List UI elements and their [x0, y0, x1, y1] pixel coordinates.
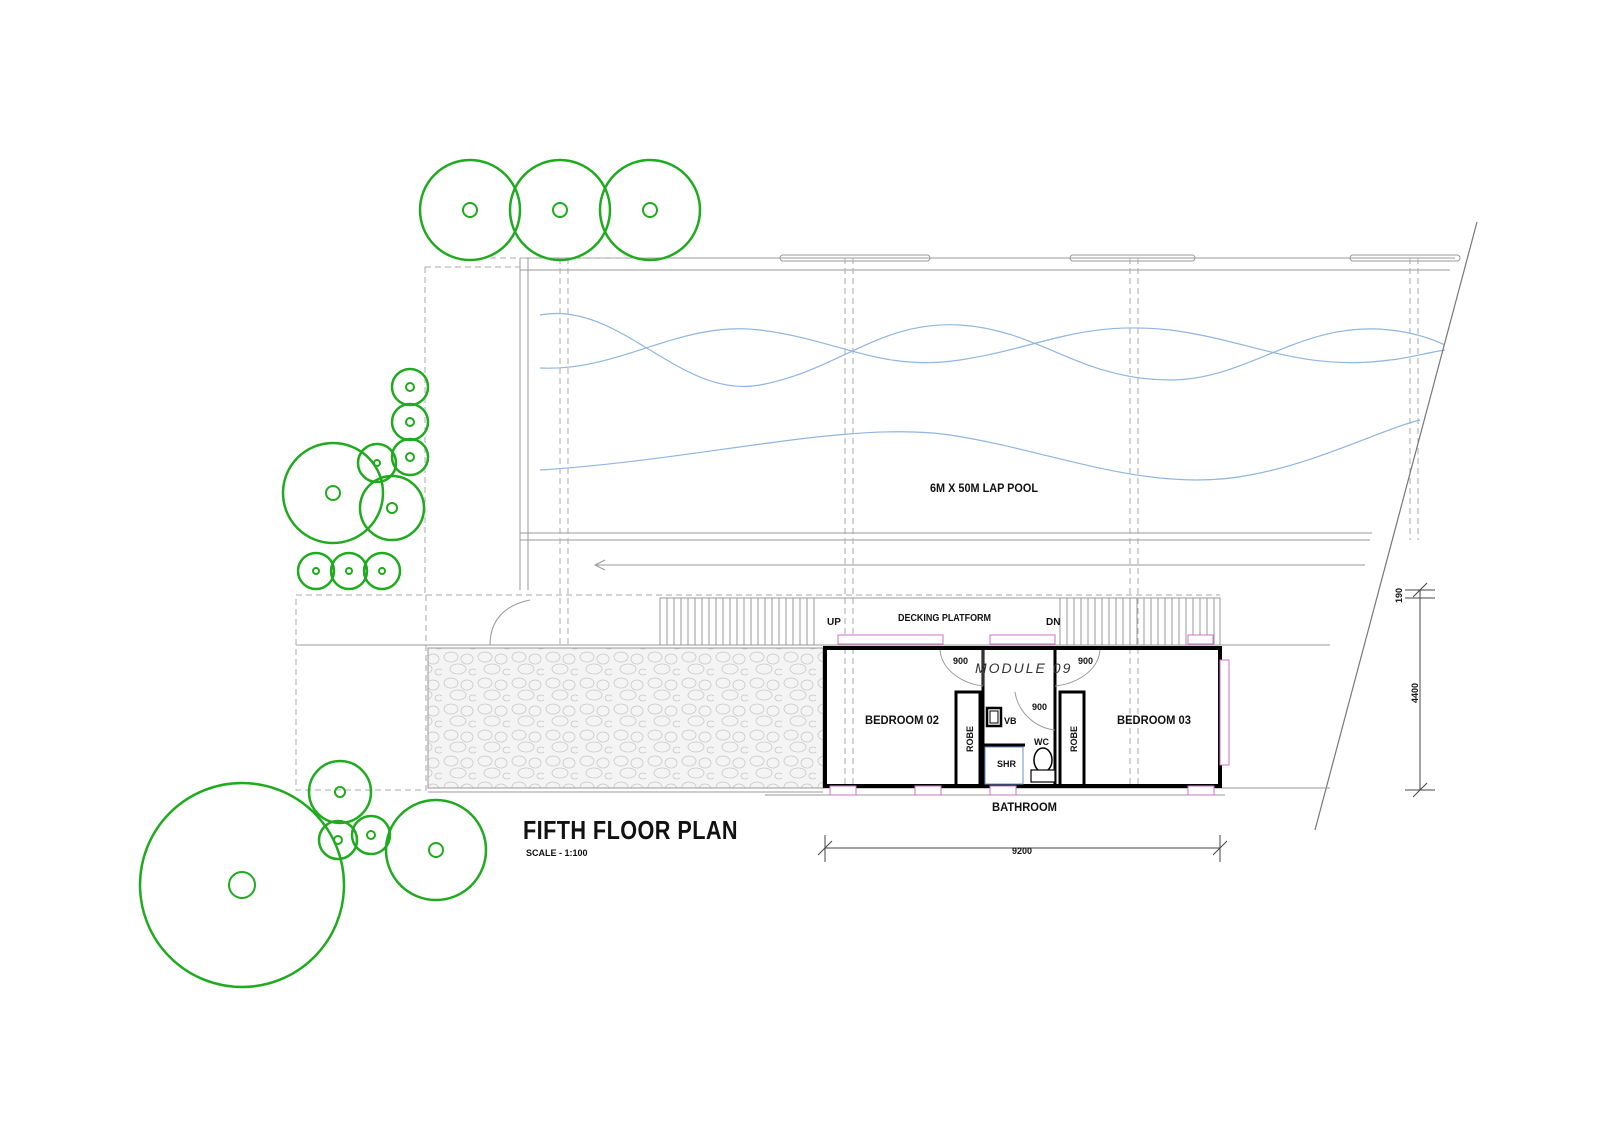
tree	[356, 442, 398, 484]
door-dim-right: 900	[1078, 656, 1093, 666]
tree	[418, 158, 522, 262]
tree	[138, 781, 346, 989]
tree-canopy	[390, 367, 430, 407]
stair-treads-down	[1059, 598, 1215, 645]
tree-trunk	[373, 459, 381, 467]
door-dim-bath: 900	[1032, 702, 1047, 712]
tree	[390, 367, 430, 407]
tree	[390, 402, 430, 442]
tree-trunk	[405, 452, 415, 462]
tree	[281, 441, 385, 545]
tree-canopy	[138, 781, 346, 989]
tree-trunk	[312, 567, 320, 575]
tree-trunk	[462, 202, 478, 218]
bathroom-label: BATHROOM	[992, 800, 1057, 814]
landscape-trees	[138, 158, 702, 989]
shr-label: SHR	[997, 759, 1017, 769]
width-dimension-label: 9200	[1012, 846, 1032, 856]
stair-up-label: UP	[827, 617, 841, 628]
windows	[829, 634, 1230, 796]
tree-trunk	[552, 202, 568, 218]
dimension-width	[817, 835, 1228, 862]
tree	[384, 798, 488, 902]
wc-label: WC	[1034, 737, 1049, 747]
tree-canopy	[296, 551, 336, 591]
tree-canopy	[598, 158, 702, 262]
vb-label: VB	[1004, 716, 1017, 726]
stair-dn-label: DN	[1046, 617, 1060, 628]
gap-dimension-label: 190	[1394, 588, 1404, 603]
tree-canopy	[281, 441, 385, 545]
tree-trunk	[386, 502, 398, 514]
tree-trunk	[378, 567, 386, 575]
tree-trunk	[325, 485, 341, 501]
depth-dimension-label: 4400	[1410, 683, 1420, 703]
decking-label: DECKING PLATFORM	[898, 613, 991, 624]
tree	[390, 437, 430, 477]
tree	[329, 551, 369, 591]
pool-label: 6M X 50M LAP POOL	[930, 481, 1038, 495]
tree-trunk	[405, 382, 415, 392]
module-label: MODULE 09	[975, 660, 1072, 676]
tree-canopy	[384, 798, 488, 902]
tree	[350, 814, 392, 856]
tree	[598, 158, 702, 262]
robe-left-label: ROBE	[965, 726, 975, 752]
tree-canopy	[358, 474, 426, 542]
bedroom-03-label: BEDROOM 03	[1117, 713, 1191, 727]
tree-canopy	[307, 759, 373, 825]
tree-canopy	[356, 442, 398, 484]
tree-canopy	[329, 551, 369, 591]
tree	[307, 759, 373, 825]
tree-canopy	[390, 437, 430, 477]
tree-trunk	[334, 786, 346, 798]
tree	[358, 474, 426, 542]
tree-trunk	[228, 871, 256, 899]
door-dim-left: 900	[953, 656, 968, 666]
tree-trunk	[642, 202, 658, 218]
tree-canopy	[390, 402, 430, 442]
tree-canopy	[350, 814, 392, 856]
tree-trunk	[345, 567, 353, 575]
stair-treads-up	[659, 598, 815, 645]
tree	[508, 158, 612, 262]
tree-canopy	[508, 158, 612, 262]
tree-canopy	[317, 819, 359, 861]
dimension-depth	[1405, 582, 1435, 798]
drawing-title: FIFTH FLOOR PLAN	[523, 815, 738, 845]
stone-paving	[427, 644, 824, 793]
lap-pool	[519, 221, 1478, 831]
drawing-scale: SCALE - 1:100	[526, 848, 588, 858]
bedroom-02-label: BEDROOM 02	[865, 713, 939, 727]
tree-canopy	[418, 158, 522, 262]
tree-trunk	[405, 417, 415, 427]
tree	[362, 551, 402, 591]
tree	[296, 551, 336, 591]
tree-canopy	[362, 551, 402, 591]
robe-right-label: ROBE	[1069, 726, 1079, 752]
tree-trunk	[428, 842, 444, 858]
tree-trunk	[366, 830, 376, 840]
